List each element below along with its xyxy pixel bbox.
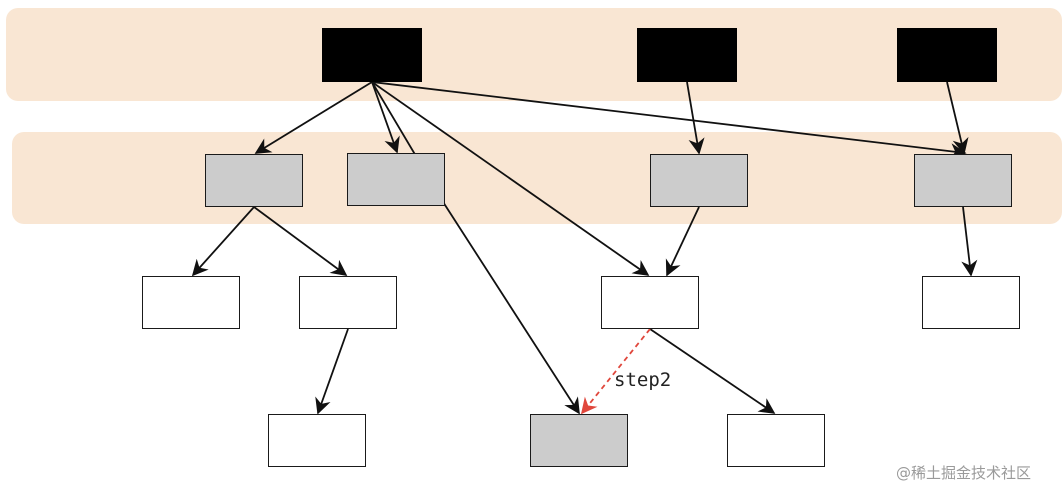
edge-c3-to-d2	[580, 328, 651, 415]
node-a2	[637, 28, 737, 82]
watermark: @稀土掘金技术社区	[896, 464, 1032, 482]
node-d2	[530, 414, 628, 467]
edge-a1-to-b2	[371, 81, 400, 154]
edge-c2-to-d1	[315, 328, 349, 415]
node-b3	[650, 154, 748, 207]
node-a1	[322, 28, 422, 82]
edge-b1-to-c1	[191, 206, 255, 277]
node-c2	[299, 276, 397, 329]
node-c4	[922, 276, 1020, 329]
layer-band-middle	[12, 132, 1062, 224]
node-b4	[914, 154, 1012, 207]
edge-a1-to-b1	[254, 81, 373, 154]
node-a3	[897, 28, 997, 82]
node-d1	[268, 414, 366, 467]
edge-b3-to-c3	[665, 206, 700, 277]
layer-band-top	[6, 8, 1062, 101]
edge-b1-to-c2	[253, 206, 348, 276]
step2-label: step2	[614, 369, 672, 391]
node-b1	[205, 154, 303, 207]
node-d3	[727, 414, 825, 467]
edge-a3-to-b4	[946, 81, 969, 155]
node-c3	[601, 276, 699, 329]
edge-b4-to-c4	[961, 206, 978, 277]
edge-a1-to-d2	[371, 81, 580, 415]
edge-a2-to-b3	[686, 81, 705, 155]
node-b2	[347, 153, 445, 206]
edge-a1-to-b4	[371, 81, 967, 160]
edge-c3-to-d3	[649, 328, 776, 414]
node-c1	[142, 276, 240, 329]
edge-a1-to-c3	[371, 81, 650, 276]
